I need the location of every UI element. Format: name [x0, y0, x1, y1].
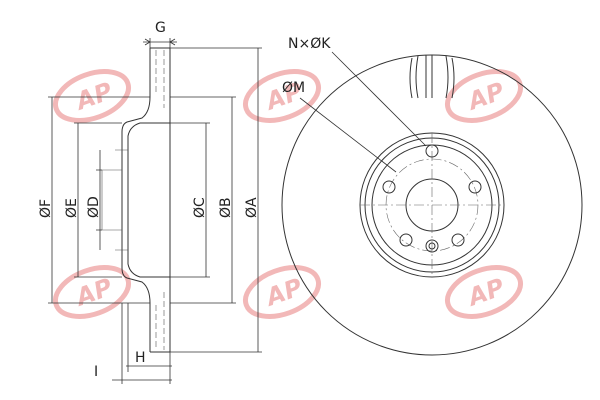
center-lines: [360, 133, 504, 277]
side-section-view: [101, 47, 171, 353]
leader-k: [331, 51, 427, 147]
dim-k-label: N×ØK: [288, 36, 331, 52]
locating-pin-hole: [425, 239, 439, 253]
cooling-slots: [409, 55, 455, 99]
dim-i-label: I: [94, 364, 98, 380]
dim-f-label: ØF: [38, 199, 54, 218]
dim-c-label: ØC: [192, 197, 208, 218]
leader-m: [299, 97, 397, 173]
dim-g-label: G: [155, 20, 166, 36]
front-view: [281, 54, 583, 356]
dim-b-label: ØB: [218, 197, 234, 218]
hat-inner: [127, 122, 170, 278]
watermark-logo: AP: [243, 265, 321, 319]
dim-e-label: ØE: [64, 198, 80, 218]
dim-a-label: ØA: [244, 197, 260, 218]
dim-h-label: H: [135, 350, 146, 366]
bolt-hole: [451, 233, 465, 247]
bolt-hole: [468, 180, 482, 194]
vent-channels: [155, 50, 165, 350]
side-dimensions: G ØA ØB ØC ØF ØE ØD H I: [38, 20, 262, 384]
bolt-hole: [425, 144, 439, 158]
watermark-logo: AP: [243, 69, 321, 123]
front-dimensions: N×ØK ØM: [282, 36, 427, 173]
hat-section: [121, 96, 151, 304]
bolt-hole: [399, 233, 413, 247]
watermark-logo: AP: [53, 69, 131, 123]
dim-m-label: ØM: [282, 80, 305, 96]
bolt-hole: [382, 180, 396, 194]
bolt-holes: [382, 144, 482, 247]
dim-d-label: ØD: [86, 196, 102, 218]
